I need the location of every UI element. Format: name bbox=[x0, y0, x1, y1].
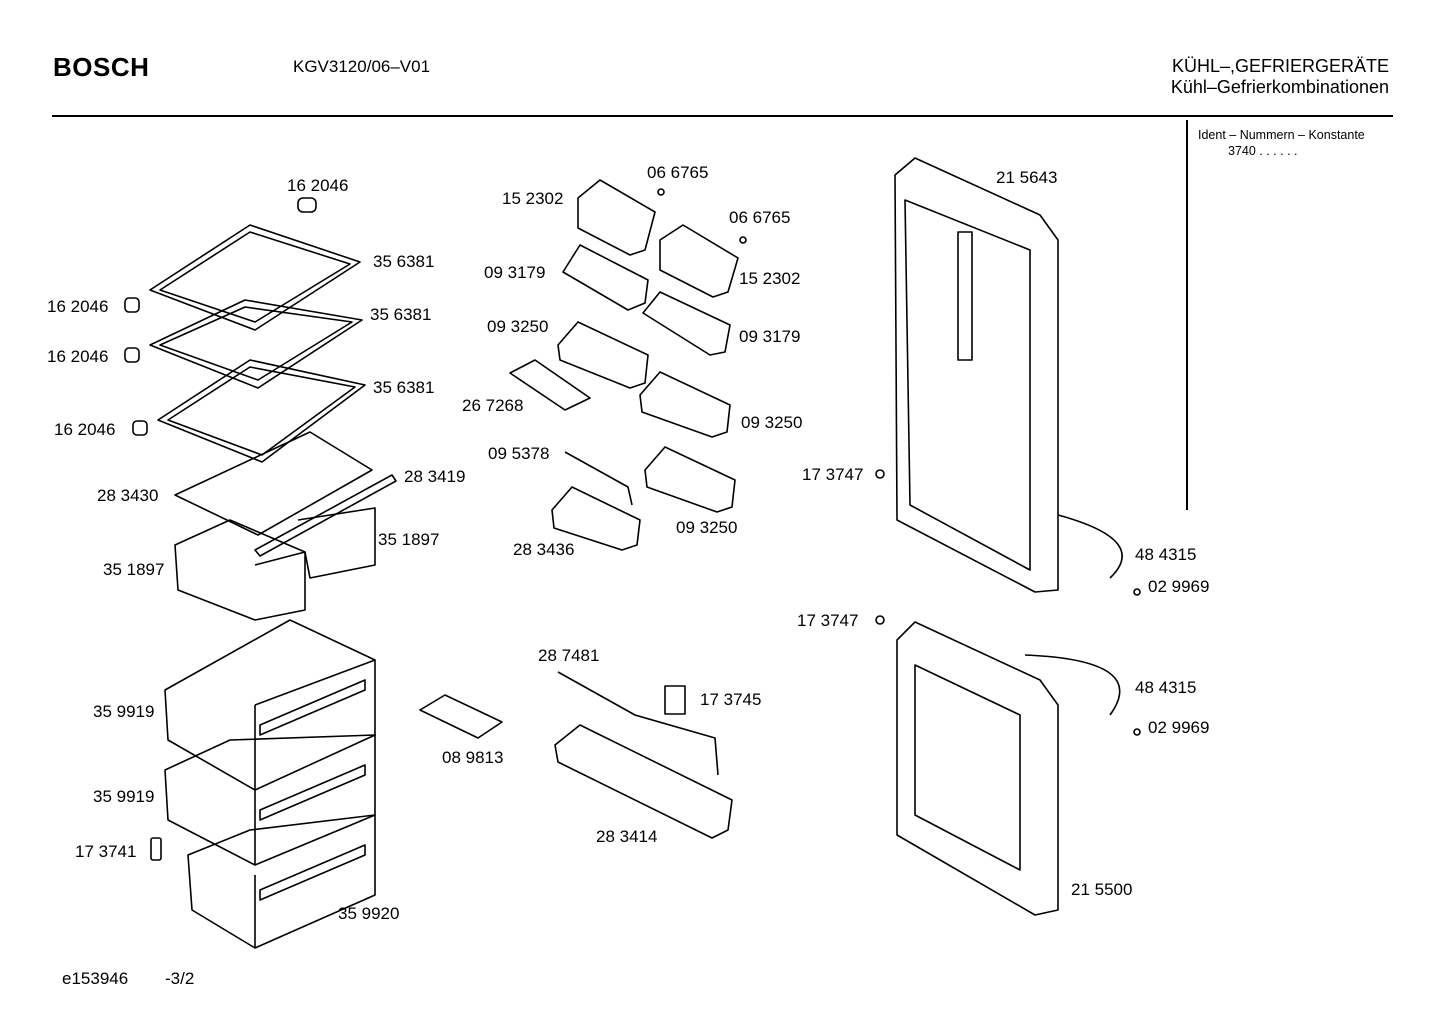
part-label: 35 1897 bbox=[103, 560, 165, 579]
part-label: 35 6381 bbox=[373, 378, 435, 397]
glass-shelf bbox=[157, 359, 366, 463]
egg-tray bbox=[509, 359, 591, 411]
crisper-cover bbox=[174, 431, 373, 536]
glass-shelf bbox=[149, 299, 363, 389]
part-label: 09 3250 bbox=[676, 518, 738, 537]
crisper-bins bbox=[174, 507, 376, 621]
brand-logo: BOSCH bbox=[53, 52, 150, 82]
header-divider bbox=[52, 115, 1393, 117]
part-label: 35 9920 bbox=[338, 904, 400, 923]
part-label: 28 3436 bbox=[513, 540, 575, 559]
page-number: -3/2 bbox=[165, 969, 195, 988]
freezer-drawer bbox=[164, 619, 376, 791]
part-label: 16 2046 bbox=[47, 347, 109, 366]
part-label: 28 3419 bbox=[404, 467, 466, 486]
ident-divider bbox=[1186, 120, 1188, 510]
part-label: 35 9919 bbox=[93, 702, 155, 721]
part-label: 09 3179 bbox=[739, 327, 801, 346]
part-label: 17 3747 bbox=[797, 611, 859, 630]
freezer-drawer bbox=[187, 814, 376, 949]
part-label: 17 3745 bbox=[700, 690, 762, 709]
hinge-screws bbox=[875, 469, 1141, 736]
cover-rail bbox=[254, 474, 397, 557]
part-label: 06 6765 bbox=[729, 208, 791, 227]
category-title: KÜHL–,GEFRIERGERÄTE bbox=[1171, 56, 1389, 76]
part-label: 06 6765 bbox=[647, 163, 709, 182]
ident-label: Ident – Nummern – Konstante bbox=[1198, 128, 1365, 142]
part-label: 09 3250 bbox=[741, 413, 803, 432]
part-label: 28 3414 bbox=[596, 827, 658, 846]
screws bbox=[657, 188, 747, 244]
part-label: 21 5500 bbox=[1071, 880, 1133, 899]
part-label: 28 3430 bbox=[97, 486, 159, 505]
part-label: 17 3747 bbox=[802, 465, 864, 484]
part-label: 15 2302 bbox=[502, 189, 564, 208]
part-label: 35 6381 bbox=[370, 305, 432, 324]
part-label: 09 3179 bbox=[484, 263, 546, 282]
part-label: 02 9969 bbox=[1148, 577, 1210, 596]
part-label: 09 3250 bbox=[487, 317, 549, 336]
ident-value: 3740 . . . . . . bbox=[1228, 144, 1298, 158]
part-label: 48 4315 bbox=[1135, 678, 1197, 697]
bottle-retainer bbox=[564, 451, 633, 506]
part-label: 35 1897 bbox=[378, 530, 440, 549]
part-label: 15 2302 bbox=[739, 269, 801, 288]
door-bins bbox=[551, 244, 736, 551]
part-label: 16 2046 bbox=[54, 420, 116, 439]
part-label: 16 2046 bbox=[47, 297, 109, 316]
glass-shelf bbox=[149, 224, 361, 331]
part-label: 02 9969 bbox=[1148, 718, 1210, 737]
subcategory-title: Kühl–Gefrierkombinationen bbox=[1170, 77, 1389, 97]
part-label: 35 6381 bbox=[373, 252, 435, 271]
freezer-drawer bbox=[164, 734, 376, 866]
document-id: e153946 bbox=[62, 969, 129, 988]
part-label: 48 4315 bbox=[1135, 545, 1197, 564]
door-handles bbox=[1024, 514, 1123, 716]
bottle-shelf bbox=[554, 724, 733, 839]
freezer-door bbox=[896, 621, 1059, 916]
ice-tray bbox=[419, 694, 503, 739]
door-bin-lids bbox=[577, 179, 739, 298]
shelf-end-caps bbox=[124, 197, 317, 436]
part-label: 28 7481 bbox=[538, 646, 600, 665]
fridge-door bbox=[894, 157, 1059, 593]
part-label: 35 9919 bbox=[93, 787, 155, 806]
part-label: 26 7268 bbox=[462, 396, 524, 415]
part-label: 21 5643 bbox=[996, 168, 1058, 187]
part-label: 17 3741 bbox=[75, 842, 137, 861]
part-label: 16 2046 bbox=[287, 176, 349, 195]
rail-clip bbox=[664, 685, 686, 715]
part-label: 09 5378 bbox=[488, 444, 550, 463]
drawer-stop bbox=[150, 837, 162, 861]
part-label: 08 9813 bbox=[442, 748, 504, 767]
bottle-rail bbox=[557, 671, 719, 776]
model-number: KGV3120/06–V01 bbox=[293, 57, 431, 76]
